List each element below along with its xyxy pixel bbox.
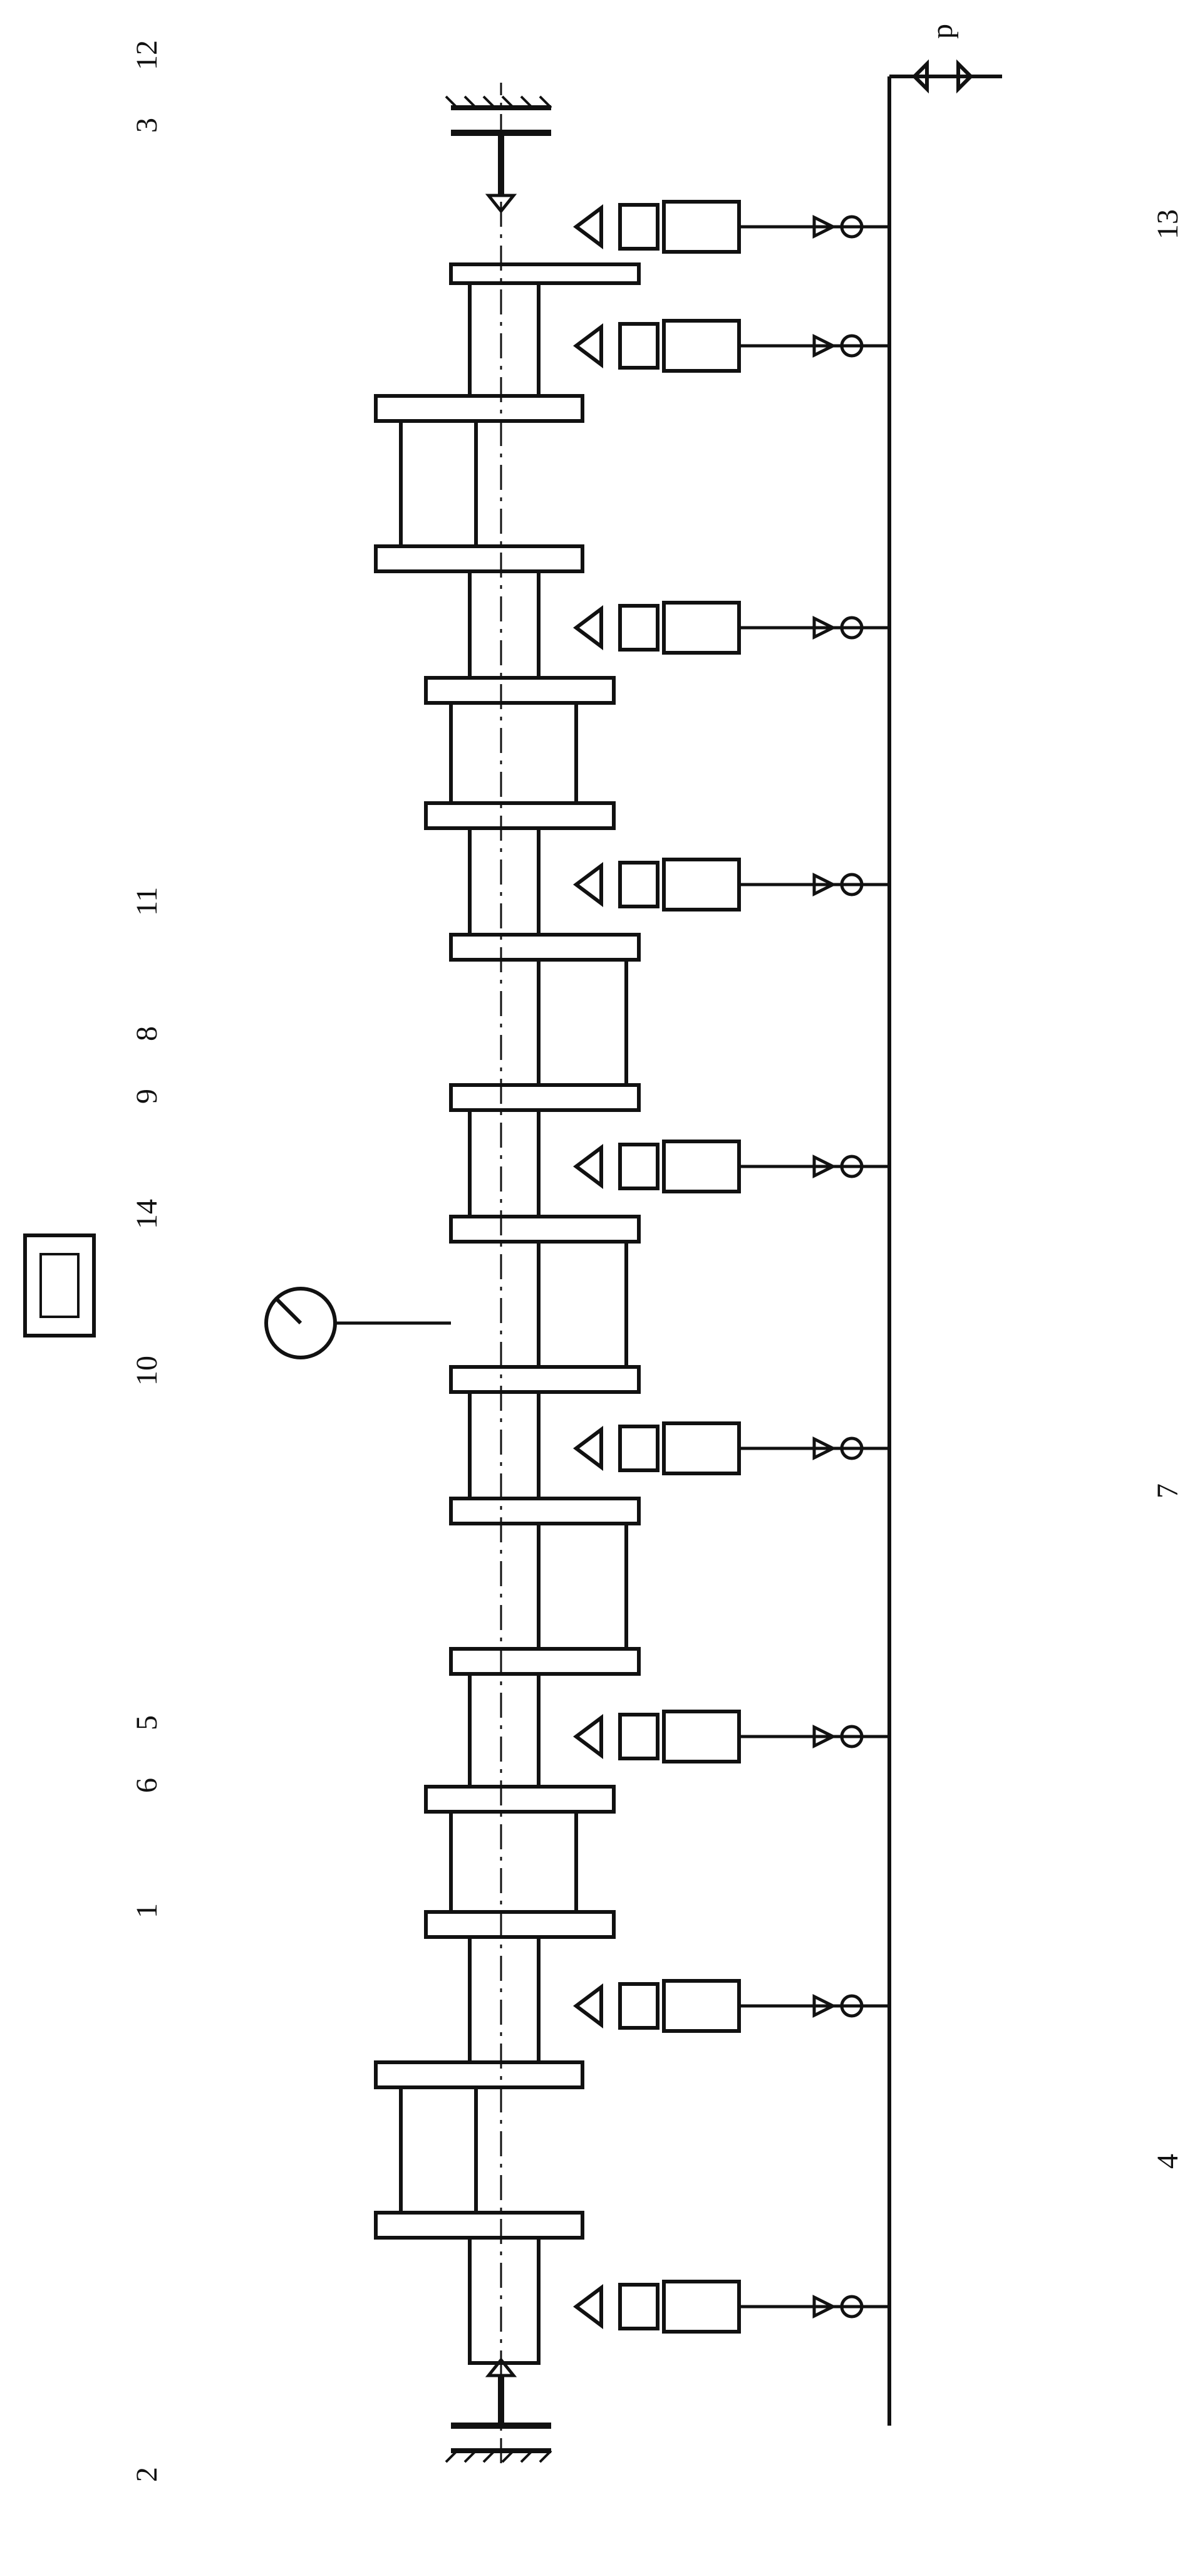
web (449, 1497, 641, 1525)
crankpin (537, 958, 628, 1087)
web (449, 933, 641, 962)
callout-12: 12 (130, 40, 163, 70)
callout-7: 7 (1151, 1483, 1184, 1498)
callout-11: 11 (130, 887, 163, 916)
flange (449, 262, 641, 285)
bearing-4 (573, 1421, 741, 1475)
bearing-2 (573, 1979, 741, 2033)
web (374, 544, 584, 573)
bearing-3 (573, 1710, 741, 1763)
callout-9: 9 (130, 1089, 163, 1104)
crankpin (449, 1810, 578, 1914)
callout-6: 6 (130, 1778, 163, 1793)
bearing-7 (573, 601, 741, 655)
computer-icon (23, 1233, 96, 1337)
web (374, 2060, 584, 2089)
web (424, 801, 616, 830)
web (424, 1910, 616, 1939)
bearing-1 (573, 2280, 741, 2334)
bearing-row (573, 200, 741, 2334)
bearing-5 (573, 1140, 741, 1193)
callout-5: 5 (130, 1715, 163, 1730)
gauge-icon (264, 1287, 451, 1359)
bearing-9 (573, 200, 741, 254)
crankpin (449, 701, 578, 805)
callout-labels: 1 2 3 4 5 6 7 8 9 10 11 12 13 14 p (130, 24, 1184, 2482)
journal-1 (468, 2236, 541, 2365)
journal-8 (468, 281, 541, 398)
journal-5 (468, 1108, 541, 1218)
journal-4 (468, 1390, 541, 1500)
crankpin (537, 1522, 628, 1651)
crankpin (399, 419, 478, 548)
callout-14: 14 (130, 1199, 163, 1229)
web (449, 1365, 641, 1394)
web (374, 2211, 584, 2240)
supply-pressure-label: p (926, 24, 959, 39)
web (424, 1785, 616, 1814)
callout-4: 4 (1151, 2154, 1184, 2169)
crankshaft (374, 262, 641, 2365)
journal-6 (468, 826, 541, 937)
right-end-support (445, 95, 552, 214)
callout-8: 8 (130, 1026, 163, 1041)
callout-10: 10 (130, 1356, 163, 1386)
callout-3: 3 (130, 118, 163, 133)
branch-valves (739, 214, 889, 2319)
callout-1: 1 (130, 1903, 163, 1918)
web (449, 1215, 641, 1244)
bearing-6 (573, 858, 741, 911)
web (449, 1647, 641, 1676)
web (424, 676, 616, 705)
bearing-8 (573, 319, 741, 373)
left-end-support (445, 2357, 552, 2463)
journal-7 (468, 569, 541, 680)
callout-2: 2 (130, 2467, 163, 2482)
journal-2 (468, 1935, 541, 2064)
journal-3 (468, 1672, 541, 1789)
oil-supply-line (887, 59, 1002, 2426)
callout-13: 13 (1151, 209, 1184, 239)
web (374, 394, 584, 423)
crankpin (399, 2085, 478, 2215)
crankpin (537, 1240, 628, 1369)
web (449, 1083, 641, 1112)
